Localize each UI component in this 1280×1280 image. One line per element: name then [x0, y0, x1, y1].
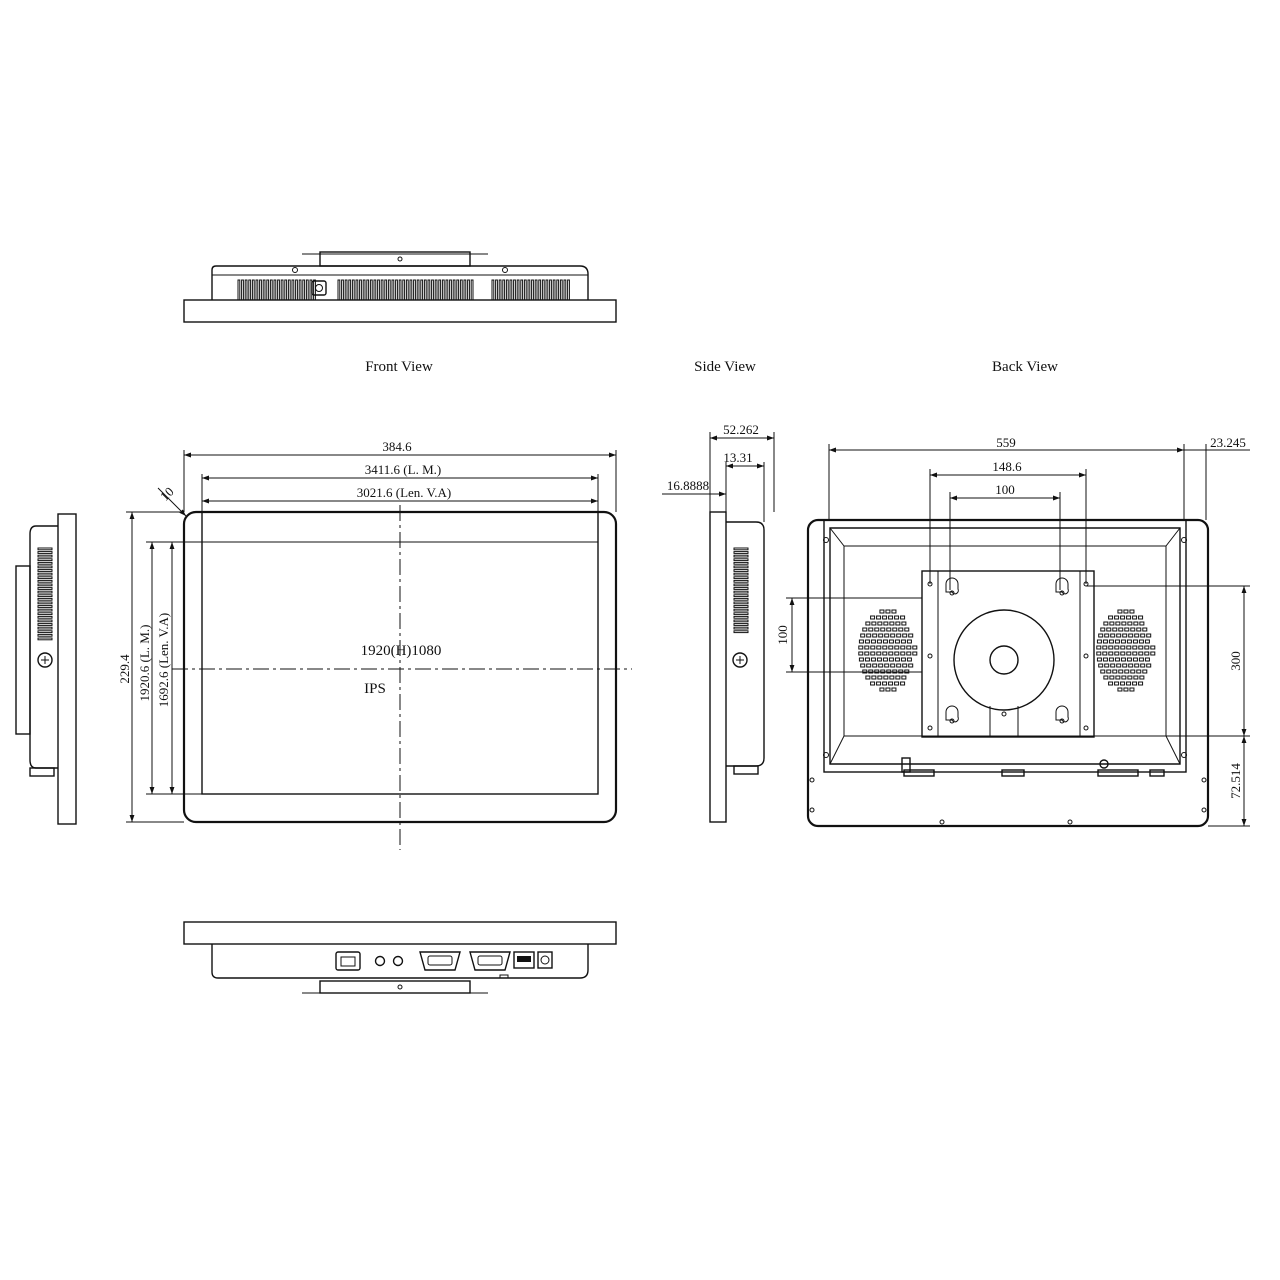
resolution-label: 1920(H)1080 — [361, 643, 442, 659]
back-view: 559 23.245 148.6 100 100 300 72.514 — [775, 435, 1250, 828]
back-width-dim: 559 — [996, 435, 1016, 450]
side-bezel-dim: 16.8888 — [667, 478, 709, 493]
audio-jack — [374, 955, 386, 967]
serial-port — [419, 951, 461, 971]
audio-jack — [392, 955, 404, 967]
overall-height-dim: 229.4 — [117, 654, 132, 684]
top-view — [183, 251, 617, 323]
va-height-dim: 1692.6 (Len. V.A) — [156, 613, 171, 708]
speaker-grille-left — [858, 609, 918, 692]
top-vent-slots — [237, 279, 570, 301]
vesa-horizontal-dim: 100 — [995, 482, 1015, 497]
side-view-title: Side View — [694, 359, 756, 375]
back-bottom-dim: 72.514 — [1228, 763, 1243, 799]
lan-port — [335, 951, 361, 971]
dc-power-jack — [537, 951, 553, 969]
serial-port — [469, 951, 511, 971]
front-view-title: Front View — [365, 359, 433, 375]
vesa-vertical-dim: 100 — [775, 625, 790, 645]
side-depth-body-dim: 13.31 — [723, 450, 752, 465]
front-view: 1920(H)1080 IPS 384.6 3411.6 (L. M.) 302… — [117, 439, 632, 850]
speaker-grille-right — [1096, 609, 1156, 692]
mount-keyhole-slots — [945, 577, 1069, 724]
back-view-title: Back View — [992, 359, 1058, 375]
back-edge-dim: 23.245 — [1210, 435, 1246, 450]
lm-height-dim: 1920.6 (L. M.) — [137, 625, 152, 702]
left-vent-slots — [37, 547, 53, 641]
corner-dim: 10 — [157, 484, 177, 504]
left-side-view — [15, 513, 77, 825]
lm-width-dim: 3411.6 (L. M.) — [365, 462, 441, 477]
side-view: 52.262 13.31 16.8888 — [662, 422, 775, 823]
va-width-dim: 3021.6 (Len. V.A) — [357, 485, 452, 500]
overall-width-dim: 384.6 — [382, 439, 412, 454]
bottom-view — [183, 921, 617, 994]
side-depth-total-dim: 52.262 — [723, 422, 759, 437]
mount-outer-dim: 148.6 — [992, 459, 1022, 474]
panel-type-label: IPS — [364, 681, 386, 697]
side-vent-slots — [733, 547, 749, 634]
back-height-dim: 300 — [1228, 651, 1243, 671]
usb-port — [513, 951, 535, 969]
